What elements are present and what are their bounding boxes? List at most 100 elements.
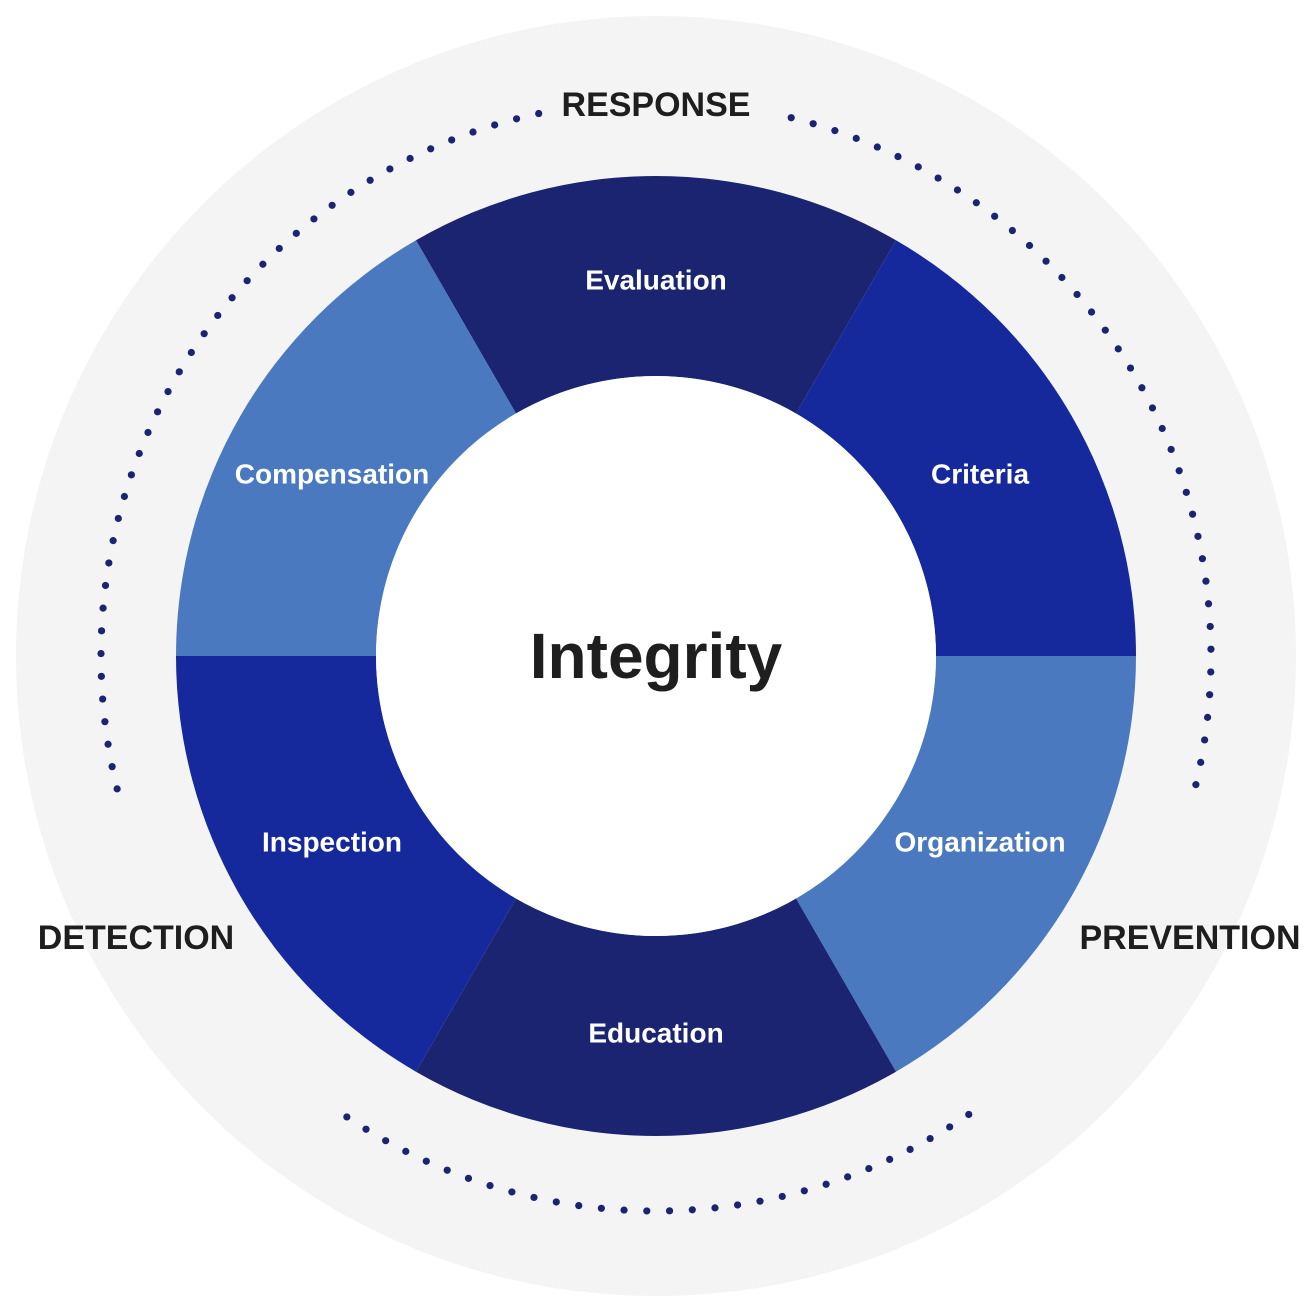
ring-dot [443,1166,451,1174]
ring-dot [831,127,839,135]
segment-criteria [796,240,1136,656]
ring-dot [114,514,122,523]
ring-dot [422,1157,430,1165]
ring-dot [800,1187,808,1195]
ring-dot [386,165,394,173]
ring-dot [906,1145,914,1153]
ring-dot [1042,257,1050,265]
ring-dot [187,348,195,357]
ring-dot [1087,308,1096,316]
ring-dot [1204,600,1213,608]
ring-dot [1058,273,1066,282]
ring-dot [310,215,318,223]
ring-dot [1167,445,1175,454]
segment-organization [796,656,1136,1072]
center-disc [376,376,936,936]
ring-dot [1197,758,1205,766]
ring-dot [844,1173,852,1181]
ring-dot [1206,622,1214,631]
phase-label-detection: DETECTION [38,919,234,957]
center-title: Integrity [530,620,783,692]
ring-dot [402,1147,410,1155]
ring-dot [914,163,922,171]
ring-dot [965,1110,973,1119]
ring-dot [113,785,121,793]
ring-dot [491,121,499,129]
ring-dot [665,1207,674,1215]
ring-dot [97,672,105,680]
ring-dot [711,1204,719,1212]
ring-dot [1207,645,1215,653]
ring-segments [176,176,1136,1136]
ring-dot [508,1188,516,1196]
ring-dot [99,695,107,703]
ring-dot [153,408,162,416]
segment-inspection [176,656,516,1072]
ring-dot [1203,713,1212,721]
ring-dot [530,1193,538,1202]
ring-dot [164,388,172,396]
ring-dot [1194,532,1202,540]
ring-dot [1101,326,1109,334]
segment-label-compensation: Compensation [235,459,429,490]
ring-dot [972,199,980,207]
ring-dot [120,492,129,501]
ring-dot [275,244,283,253]
segment-labels: Evaluation Criteria Organization Educati… [235,265,1066,1049]
ring-dot [1114,345,1122,353]
ring-dot [934,174,942,182]
ring-dot [292,229,300,237]
ring-dot [1182,488,1190,496]
ring-dot [1126,364,1135,372]
dotted-cycle-ring [97,109,1215,1215]
ring-dot [535,109,543,118]
ring-dot [99,604,107,612]
ring-dot [105,559,113,567]
ring-dot [214,311,222,320]
ring-dot [873,143,881,151]
ring-dot [886,1155,894,1164]
ring-dot [865,1164,873,1173]
ring-dot [469,128,477,136]
ring-dot [343,1113,351,1121]
ring-dot [1138,384,1146,392]
ring-dot [787,114,795,122]
segment-compensation [176,240,516,656]
segment-label-evaluation: Evaluation [585,265,727,296]
ring-dot [575,1202,583,1210]
ring-dot [688,1206,696,1214]
ring-dot [427,145,435,153]
ring-dot [347,188,355,196]
ring-dot [127,471,135,479]
ring-dot [228,294,236,302]
ring-dot [620,1206,628,1214]
ring-dot [946,1123,954,1131]
ring-dot [362,1125,370,1133]
phase-label-response: RESPONSE [562,86,751,124]
ring-dot [144,428,152,437]
ring-dot [1073,290,1081,299]
ring-dot [778,1192,786,1201]
ring-dot [101,581,110,590]
ring-dot [1207,668,1215,676]
ring-dot [852,134,860,142]
ring-dot [822,1180,830,1188]
ring-dot [328,201,336,209]
segment-label-organization: Organization [894,827,1065,858]
ring-dot [1025,241,1034,250]
ring-dot [1201,736,1209,744]
ring-dot [552,1198,560,1206]
ring-dot [448,136,456,144]
ring-dot [243,277,251,285]
ring-dot [1148,404,1157,412]
ring-dot [1202,577,1210,585]
ring-dot [104,740,112,748]
ring-dot [109,537,117,545]
segment-label-education: Education [588,1018,723,1049]
ring-dot [97,649,105,658]
ring-dot [366,176,374,184]
ring-dot [259,260,267,268]
ring-dot [101,718,109,726]
ring-dot [953,186,962,194]
segment-label-inspection: Inspection [262,827,402,858]
